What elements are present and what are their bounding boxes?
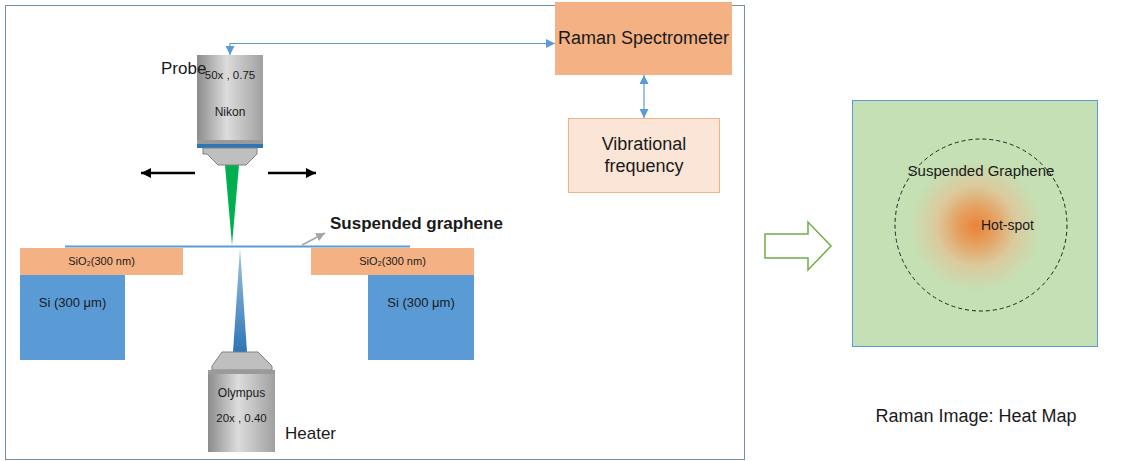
process-box: Raman Spectrometer: [555, 2, 732, 75]
panel-caption: Raman Image: Heat Map: [833, 406, 1119, 428]
leader-arrow: [302, 233, 325, 245]
heater-label: Heater: [285, 424, 336, 444]
connector-arrow: [230, 44, 555, 56]
objective-brand: Nikon: [197, 105, 263, 119]
connector-arrow: [643, 75, 644, 118]
objective-band: [197, 144, 263, 148]
callout-label: Suspended graphene: [330, 214, 503, 234]
probe-beam: [225, 165, 239, 245]
box-label: SiO₂(300 nm): [359, 255, 426, 268]
scan-arrow: [268, 172, 316, 175]
region-label: Suspended Graphene: [894, 162, 1068, 180]
oxide-layer: SiO₂(300 nm): [311, 248, 474, 275]
heater-objective: Olympus20x , 0.40Heater: [208, 374, 275, 452]
objective-tip: [203, 148, 257, 165]
hot-spot-label: Hot-spot: [981, 217, 1034, 234]
objective-ring: [197, 140, 263, 144]
dashed-boundary: [895, 139, 1067, 311]
scan-arrow: [141, 172, 195, 175]
probe-label: Probe: [161, 59, 206, 79]
box-label: Vibrational frequency: [569, 134, 719, 177]
heater-beam: [233, 248, 247, 352]
objective-brand: Olympus: [208, 386, 275, 400]
box-label: Si (300 μm): [39, 295, 106, 311]
heat-map-panel: Raman Image: Heat MapSuspended GrapheneH…: [852, 100, 1098, 347]
box-label: Raman Spectrometer: [558, 28, 729, 50]
objective-tip: [212, 352, 272, 370]
objective-spec: 50x , 0.75: [197, 69, 263, 83]
process-box: Vibrational frequency: [568, 118, 720, 193]
silicon-substrate: Si (300 μm): [20, 275, 125, 360]
graphene-region: Suspended GrapheneHot-spot: [894, 138, 1068, 312]
box-label: SiO₂(300 nm): [68, 255, 135, 268]
objective-spec: 20x , 0.40: [208, 412, 275, 426]
block-arrow: [765, 222, 831, 270]
probe-objective: Probe50x , 0.75Nikon: [197, 55, 263, 140]
oxide-layer: SiO₂(300 nm): [20, 248, 183, 275]
box-label: Si (300 μm): [387, 295, 454, 311]
silicon-substrate: Si (300 μm): [368, 275, 474, 360]
